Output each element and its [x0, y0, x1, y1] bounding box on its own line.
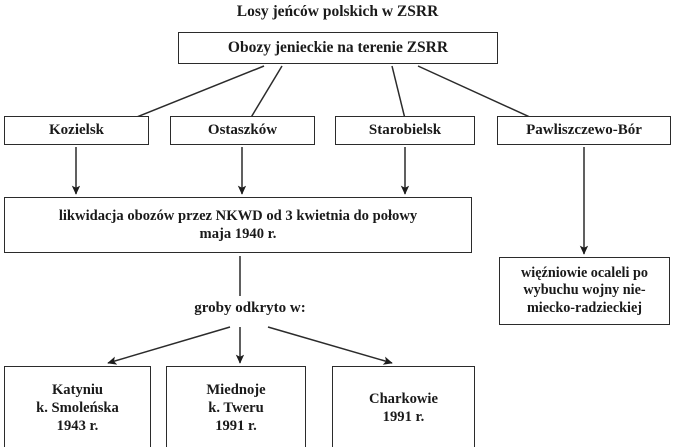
node-grave-site-katyn: Katyniu k. Smoleńska 1943 r.: [4, 366, 151, 447]
node-liquidation-of-camps: likwidacja obozów przez NKWD od 3 kwietn…: [4, 197, 472, 253]
node-grave-site-miednoje: Miednoje k. Tweru 1991 r.: [166, 366, 306, 447]
node-label-line-1: Miednoje: [206, 381, 266, 398]
node-label-line-2: 1991 r.: [382, 409, 425, 425]
node-text-block: Charkowie 1991 r.: [369, 390, 438, 426]
node-label: Pawliszczewo-Bór: [526, 122, 642, 139]
node-text-block: Katyniu k. Smoleńska 1943 r.: [36, 381, 119, 435]
node-label: Ostaszków: [207, 122, 278, 139]
node-surviving-prisoners: więźniowie ocaleli po wybuchu wojny nie-…: [499, 257, 670, 325]
node-text-block: likwidacja obozów przez NKWD od 3 kwietn…: [59, 207, 417, 243]
node-label: Starobielsk: [368, 122, 442, 139]
node-label-line-3: 1991 r.: [215, 418, 257, 435]
node-label: Obozy jenieckie na terenie ZSRR: [227, 39, 449, 57]
node-label-line-1: Katyniu: [51, 381, 104, 398]
node-label-line-3: miecko-radzieckiej: [526, 299, 642, 316]
node-label-line-1: likwidacja obozów przez NKWD od 3 kwietn…: [58, 207, 418, 224]
node-grave-site-charkow: Charkowie 1991 r.: [332, 366, 475, 447]
node-camp-pawliszczewo-bor: Pawliszczewo-Bór: [497, 116, 671, 145]
node-label-line-2: k. Tweru: [208, 399, 264, 416]
label-graves-discovered-in: groby odkryto w:: [194, 300, 306, 316]
node-camps-in-ussr: Obozy jenieckie na terenie ZSRR: [178, 32, 498, 64]
node-text-block: Miednoje k. Tweru 1991 r.: [206, 381, 265, 435]
node-label-line-2: maja 1940 r.: [199, 226, 277, 242]
node-label-line-3: 1943 r.: [56, 418, 99, 435]
connector-graves-to-katyn: [107, 326, 231, 365]
page-title: Losy jeńców polskich w ZSRR: [236, 3, 439, 20]
node-camp-starobielsk: Starobielsk: [335, 116, 475, 145]
node-label-line-2: k. Smoleńska: [36, 399, 119, 416]
node-label-line-1: więźniowie ocaleli po: [521, 264, 648, 281]
node-camp-ostaszkow: Ostaszków: [170, 116, 315, 145]
connector-graves-to-charkow: [267, 326, 393, 365]
node-label: Kozielsk: [49, 122, 104, 139]
node-label-line-2: wybuchu wojny nie-: [523, 282, 646, 299]
node-camp-kozielsk: Kozielsk: [4, 116, 149, 145]
node-text-block: więźniowie ocaleli po wybuchu wojny nie-…: [521, 265, 648, 318]
node-label-line-1: Charkowie: [369, 390, 438, 407]
